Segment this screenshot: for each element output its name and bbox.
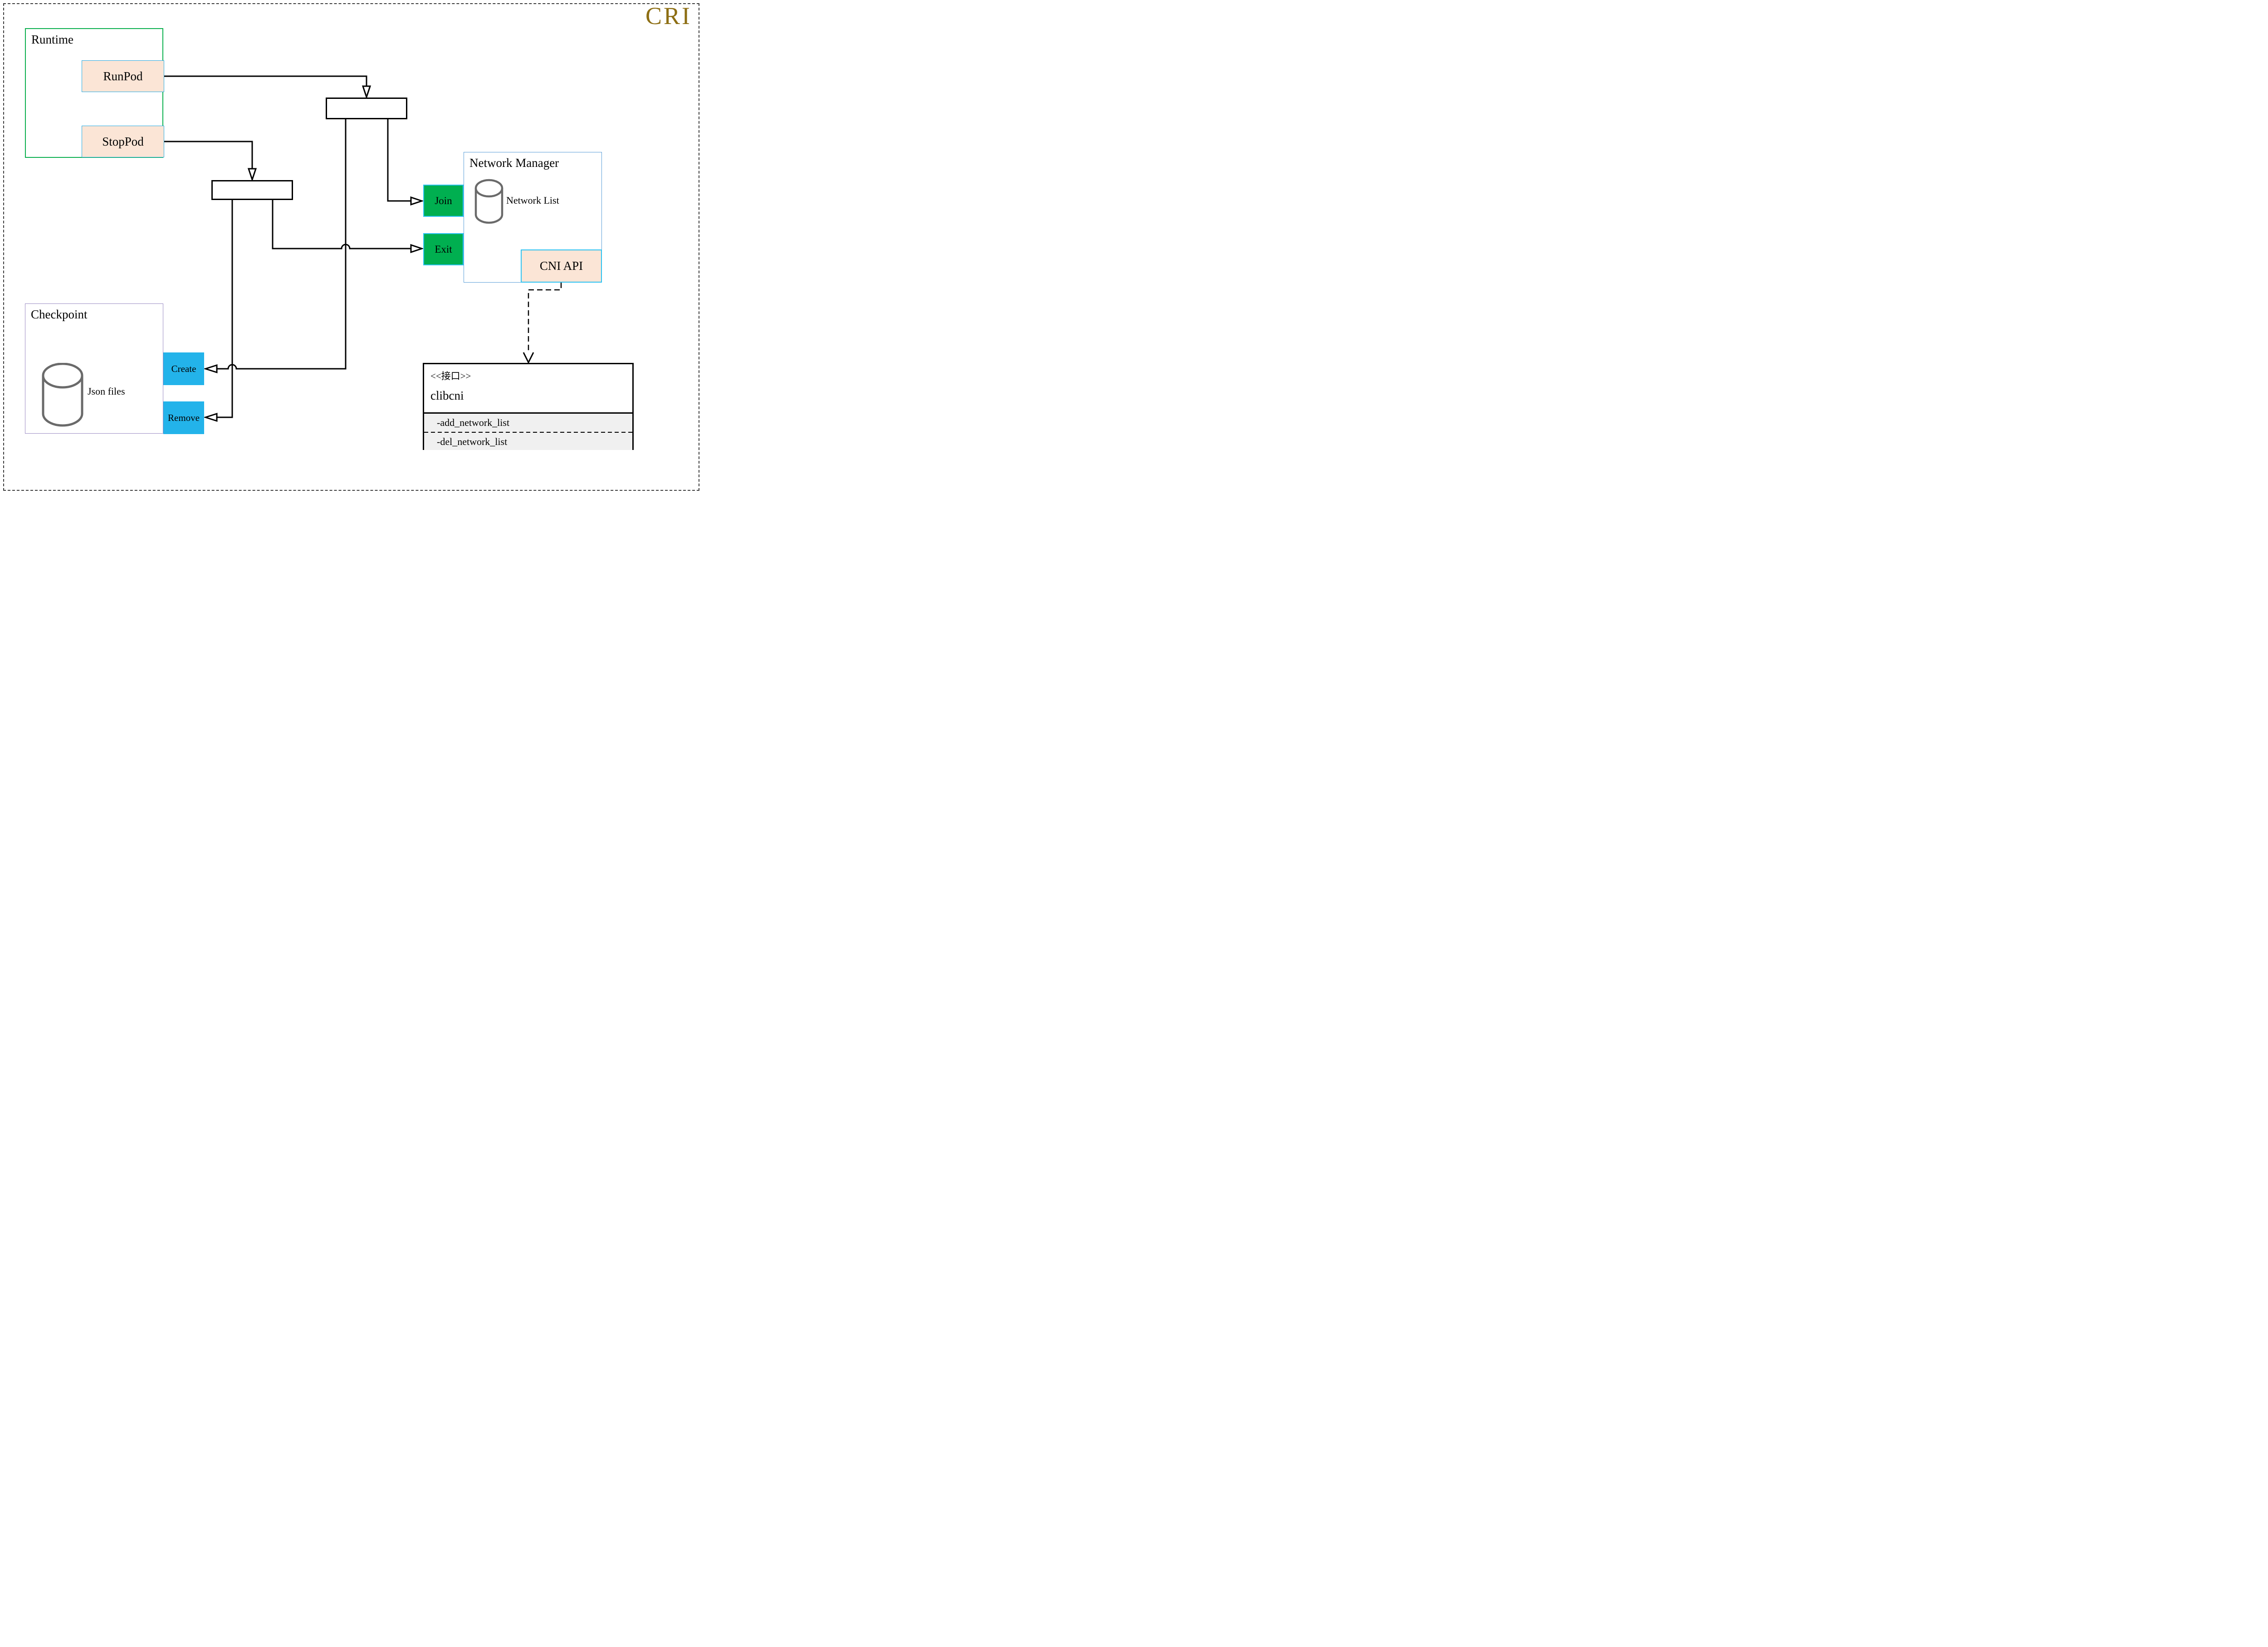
checkpoint-label: Checkpoint bbox=[31, 308, 88, 321]
connector-bar-middle bbox=[211, 180, 293, 200]
wire-stoppod-to-bar bbox=[164, 141, 253, 169]
arrowhead-into-clibcni bbox=[523, 352, 534, 364]
interface-name: clibcni bbox=[430, 389, 464, 402]
clibcni-interface-box: <<接口>> clibcni -add_network_list -del_ne… bbox=[423, 363, 634, 450]
network-manager-label: Network Manager bbox=[469, 156, 559, 170]
arrowhead-into-remove bbox=[203, 412, 218, 422]
diagram-title: CRI bbox=[645, 2, 692, 29]
network-list-label: Network List bbox=[506, 195, 559, 206]
runtime-label: Runtime bbox=[31, 33, 73, 46]
arrowhead-into-exit bbox=[410, 244, 424, 254]
arrowhead-into-create bbox=[203, 364, 218, 374]
cni-api-node: CNI API bbox=[521, 249, 602, 283]
method-del-network-list: -del_network_list bbox=[437, 436, 508, 447]
runpod-node: RunPod bbox=[82, 60, 164, 92]
network-list-database-icon bbox=[474, 179, 503, 224]
wire-bar1-to-create bbox=[217, 119, 347, 370]
json-files-database-icon bbox=[42, 363, 83, 427]
arrowhead-into-bar2 bbox=[247, 168, 257, 182]
arrowhead-into-join bbox=[410, 196, 424, 206]
json-files-label: Json files bbox=[88, 386, 125, 397]
stoppod-node: StopPod bbox=[82, 126, 164, 157]
wire-bar1-to-join bbox=[387, 119, 411, 202]
join-node: Join bbox=[423, 185, 464, 217]
method-add-network-list: -add_network_list bbox=[437, 417, 510, 428]
interface-stereotype: <<接口>> bbox=[430, 371, 471, 381]
arrowhead-into-bar1 bbox=[362, 85, 371, 99]
wire-bar2-to-exit bbox=[272, 200, 411, 249]
connector-bar-top bbox=[326, 98, 407, 119]
wire-bar2-to-remove bbox=[217, 200, 233, 418]
remove-node: Remove bbox=[163, 401, 204, 434]
wire-runpod-to-bar bbox=[164, 75, 367, 86]
exit-node: Exit bbox=[423, 233, 464, 265]
clibcni-methods-section: -add_network_list -del_network_list bbox=[424, 412, 632, 450]
clibcni-header: <<接口>> clibcni bbox=[424, 364, 632, 412]
diagram-canvas: CRI Runtime RunPod StopPod Networ bbox=[0, 0, 703, 494]
create-node: Create bbox=[163, 352, 204, 385]
methods-divider bbox=[424, 432, 632, 433]
wire-cniapi-to-clibcni bbox=[528, 283, 562, 353]
